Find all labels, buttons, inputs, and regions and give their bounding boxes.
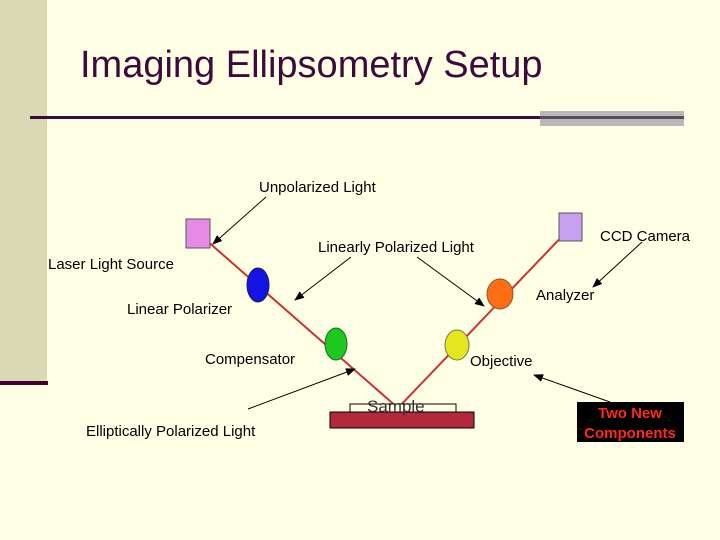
side-bar — [0, 0, 47, 383]
analyzer — [486, 278, 514, 310]
linearly-polarized-light-label: Linearly Polarized Light — [318, 239, 475, 256]
objective-label: Objective — [470, 353, 533, 370]
laser-light-source-label: Laser Light Source — [48, 256, 174, 273]
elliptically-polarized-light-label: Elliptically Polarized Light — [86, 423, 256, 440]
arrow-new-components — [533, 374, 611, 403]
title-rule — [30, 116, 682, 119]
arrow-linear-polarized-right — [416, 256, 485, 307]
new-components-box — [577, 402, 684, 442]
ccd-camera-label: CCD Camera — [600, 228, 691, 245]
linear-polarizer — [246, 267, 270, 303]
compensator — [324, 327, 348, 361]
compensator-label: Compensator — [205, 351, 295, 368]
new-components-line1: Two New — [598, 405, 662, 422]
linear-polarizer-label: Linear Polarizer — [127, 301, 232, 318]
slide-title: Imaging Ellipsometry Setup — [80, 44, 543, 86]
new-components-line2: Components — [584, 425, 676, 442]
ccd-camera — [558, 212, 583, 242]
arrow-ccd-camera — [592, 241, 643, 288]
arrow-unpolarized-light — [212, 196, 267, 245]
laser-light-source — [185, 218, 211, 249]
unpolarized-light-label: Unpolarized Light — [259, 179, 377, 196]
arrow-elliptically-polarized — [247, 368, 356, 410]
analyzer-label: Analyzer — [536, 287, 594, 304]
arrow-linear-polarized-left — [294, 256, 352, 301]
sample-label: Sample — [367, 397, 425, 416]
side-accent-line — [0, 381, 48, 385]
sample-substrate — [329, 411, 475, 429]
title-rule-end — [540, 116, 684, 119]
objective — [444, 329, 470, 361]
